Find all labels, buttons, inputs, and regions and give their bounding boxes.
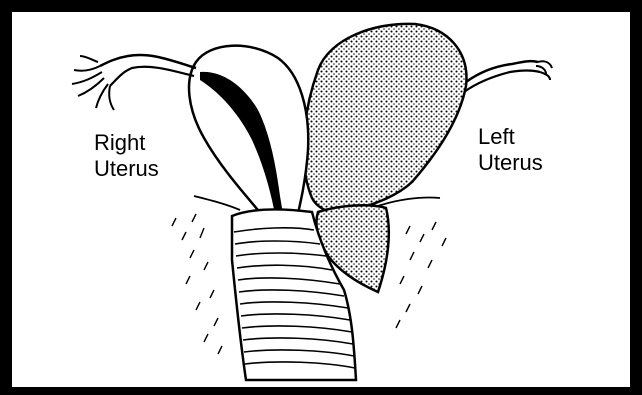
- right-peritoneal-fold: [194, 196, 240, 210]
- right-side-hatching: [396, 222, 446, 328]
- left-uterus-label-line2: Uterus: [478, 150, 543, 176]
- right-fallopian-tube-lower: [110, 67, 194, 86]
- left-side-hatching: [172, 214, 222, 354]
- left-uterus-label: Left Uterus: [478, 124, 543, 176]
- right-uterus-label-line1: Right: [94, 130, 159, 156]
- right-uterus-label: Right Uterus: [94, 130, 159, 182]
- left-uterus-body: [304, 24, 467, 213]
- right-uterus-label-line2: Uterus: [94, 156, 159, 182]
- right-fimbriae: [72, 56, 114, 110]
- left-uterus-label-line1: Left: [478, 124, 543, 150]
- left-fallopian-tube-lower: [464, 71, 540, 93]
